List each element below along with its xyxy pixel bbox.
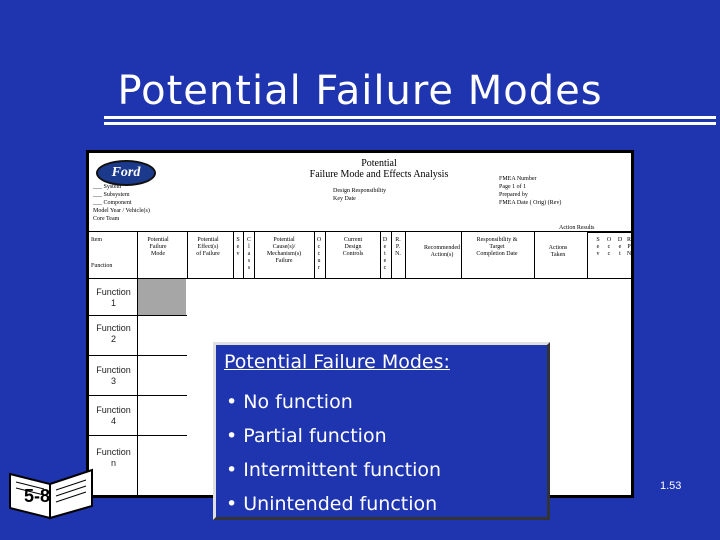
bullet-no-function: • No function [226,391,353,413]
left-info-3: ___ Component [93,200,132,206]
function-4-label: Function 4 [96,405,131,426]
col-controls: Current Design Controls [342,237,364,257]
grid-col [461,231,462,279]
col-function: Function [91,263,113,269]
left-info-2: ___ Subsystem [93,192,130,198]
bullet-intermittent-function: • Intermittent function [226,459,442,481]
prepared-by: Prepared by [499,192,528,198]
grid-col [233,231,234,279]
col-recommended-actions: Recommended Action(s) [424,245,460,258]
col-actions-taken: Actions Taken [548,245,568,258]
action-results-header: Action Results [559,225,595,231]
bullet-unintended-function: • Unintended function [226,493,438,515]
grid-col [243,231,244,279]
table-header-rule [89,278,631,279]
action-results-rule [587,232,633,233]
col-result-rpn: R P N [626,237,632,257]
col-effects: Potential Effect(s) of Failure [196,237,220,257]
key-date: Key Date [333,196,356,202]
slide-title: Potential Failure Modes [117,68,603,114]
col-result-det: D e t [617,237,623,257]
col-result-sev: S e v [596,237,600,257]
grid-col [254,231,255,279]
title-underline-bottom [104,122,716,125]
title-underline-top [104,116,716,119]
form-title-line2: Failure Mode and Effects Analysis [309,169,449,180]
fmea-number: FMEA Number [499,176,537,182]
design-responsibility: Design Responsibility [333,188,387,194]
grid-col [187,231,188,279]
grid-col [587,231,588,279]
failure-mode-cell-highlight [138,279,186,315]
ford-logo-icon: Ford [96,160,156,186]
fmea-date: FMEA Date ( Orig) (Rev) [499,200,562,206]
failure-modes-callout: Potential Failure Modes: • No function •… [213,342,550,520]
grid-col [534,231,535,279]
function-row-rule [89,315,187,316]
book-icon [9,468,93,520]
grid-col [137,231,138,495]
function-row-rule [89,355,187,356]
grid-col [391,231,392,279]
book-section-label: 5-8 [24,486,51,506]
col-item: Item [91,237,102,243]
form-title-line1: Potential [361,158,397,169]
callout-title: Potential Failure Modes: [224,351,450,373]
col-result-occ: O c c [606,237,612,257]
col-responsibility: Responsibility & Target Completion Date [476,237,518,257]
function-row-rule [89,435,187,436]
function-n-label: Function n [96,447,131,468]
grid-col [380,231,381,279]
function-3-label: Function 3 [96,365,131,386]
col-failure-mode: Potential Failure Mode [147,237,169,257]
col-class: C l a s s [246,237,251,271]
function-1-label: Function 1 [96,287,131,308]
col-sev: S e v [236,237,240,257]
col-causes: Potential Cause(s)/ Mechanism(s) Failure [266,237,302,264]
left-info-5: Core Team [93,216,120,222]
col-rpn: R. P. N. [395,237,401,257]
bullet-partial-function: • Partial function [226,425,387,447]
left-info-4: Model Year / Vehicle(s) [93,208,150,214]
col-occur: O c c u r [316,237,322,271]
table-top-rule [89,231,631,232]
grid-col [314,231,315,279]
function-2-label: Function 2 [96,323,131,344]
grid-col [405,231,406,279]
function-row-rule [89,395,187,396]
slide-number: 1.53 [660,480,682,492]
page-of: Page 1 of 1 [499,184,527,190]
grid-col [325,231,326,279]
col-detect: D e t e c [382,237,388,271]
left-info-1: ___ System [93,184,122,190]
